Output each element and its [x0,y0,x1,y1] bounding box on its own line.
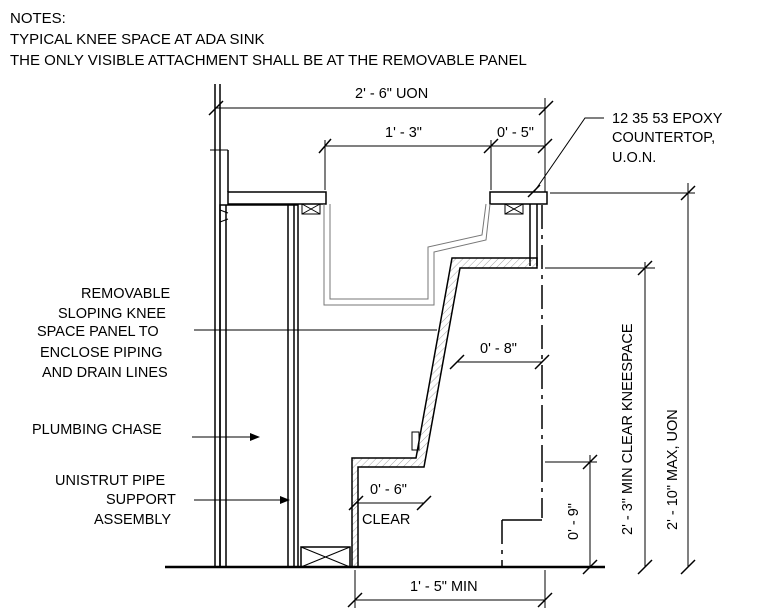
note-2: THE ONLY VISIBLE ATTACHMENT SHALL BE AT … [10,52,527,69]
panel-label-4: ENCLOSE PIPING [40,345,162,361]
front-apron [529,204,538,266]
knee-clearance-line [501,205,543,567]
countertop-label-3: U.O.N. [612,150,656,166]
unistrut-label-1: UNISTRUT PIPE [55,473,165,489]
panel-label-2: SLOPING KNEE [58,306,166,322]
dim-panel-offset: 0' - 8" [449,341,550,370]
sink-bowl [323,203,491,306]
dim-overall-width: 2' - 6" UON [208,86,554,192]
epoxy-countertop [227,150,548,205]
unistrut-label-2: SUPPORT [106,492,176,508]
dim-max-height: 2' - 10" MAX, UON [550,183,696,575]
chase-label: PLUMBING CHASE [32,422,162,438]
dim-panel-offset-text: 0' - 8" [480,341,517,357]
removable-knee-panel [351,257,538,568]
dim-sink-bowl-text: 1' - 3" [385,125,422,141]
wood-blocking [300,203,524,568]
dim-min-depth: 1' - 5" MIN [347,570,553,608]
dim-toe-height-text: 0' - 9" [566,503,582,540]
dim-knee-height: 2' - 3" MIN CLEAR KNEESPACE [545,260,655,575]
chase-callout: PLUMBING CHASE [32,422,260,441]
unistrut-label-3: ASSEMBLY [94,512,171,528]
dim-max-height-text: 2' - 10" MAX, UON [665,409,681,530]
notes-heading: NOTES: [10,10,66,27]
panel-label-1: REMOVABLE [81,286,171,302]
wall-chase [210,84,299,568]
panel-label-5: AND DRAIN LINES [42,365,168,381]
countertop-label-2: COUNTERTOP, [612,130,715,146]
dim-toe-height: 0' - 9" [545,454,598,575]
dim-knee-height-text: 2' - 3" MIN CLEAR KNEESPACE [620,323,636,535]
dim-toe-depth: 0' - 6" CLEAR [348,482,432,528]
panel-callout: REMOVABLE SLOPING KNEE SPACE PANEL TO EN… [37,286,437,381]
dim-toe-depth-text: 0' - 6" [370,482,407,498]
dim-overall-width-text: 2' - 6" UON [355,86,428,102]
dim-front-edge-text: 0' - 5" [497,125,534,141]
panel-label-3: SPACE PANEL TO [37,324,159,340]
countertop-label-1: 12 35 53 EPOXY [612,111,723,127]
dim-toe-clear-text: CLEAR [362,512,410,528]
unistrut-callout: UNISTRUT PIPE SUPPORT ASSEMBLY [55,473,290,528]
general-notes: NOTES: TYPICAL KNEE SPACE AT ADA SINK TH… [10,8,527,71]
dim-min-depth-text: 1' - 5" MIN [410,579,478,595]
note-1: TYPICAL KNEE SPACE AT ADA SINK [10,31,265,48]
dim-sink-bowl: 1' - 3" 0' - 5" [318,125,553,190]
panel-clip [411,431,420,451]
countertop-callout: 12 35 53 EPOXY COUNTERTOP, U.O.N. [527,111,723,198]
